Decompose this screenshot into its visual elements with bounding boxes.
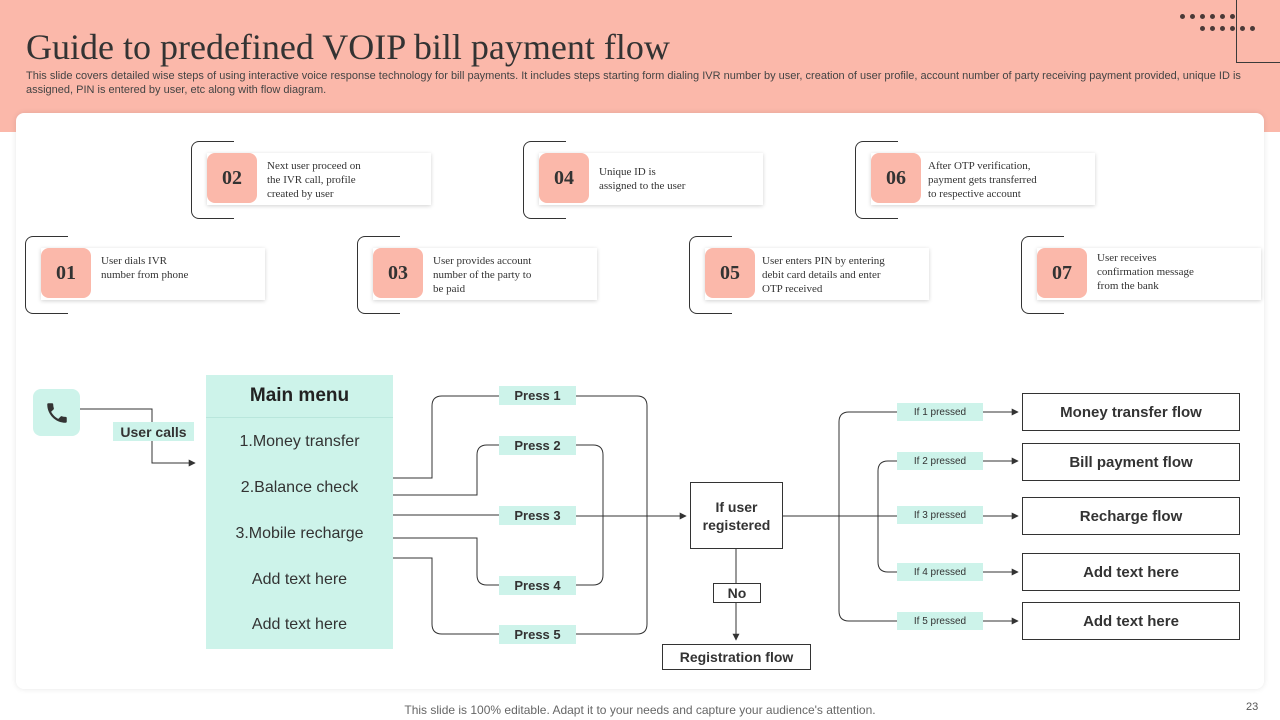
step-text: User provides account number of the part… <box>433 255 532 295</box>
step-number: 05 <box>705 248 755 298</box>
phone-icon <box>46 402 67 423</box>
step-bracket <box>523 141 566 219</box>
step-bracket <box>1021 236 1064 314</box>
step-bracket <box>357 236 400 314</box>
step-bracket <box>25 236 68 314</box>
menu-item-add-text-1: Add text here <box>251 571 348 588</box>
connector-branch-1-5 <box>838 411 897 622</box>
press-5-label: Press 5 <box>499 625 576 644</box>
step-card: 04 Unique ID is assigned to the user <box>539 153 763 205</box>
connector-merge-2-4 <box>575 444 604 586</box>
decision-box: If user registered <box>690 482 783 549</box>
step-card: 06 After OTP verification, payment gets … <box>871 153 1095 205</box>
step-card: 05 User enters PIN by entering debit car… <box>705 248 929 300</box>
step-text: Unique ID is assigned to the user <box>599 166 686 192</box>
header-band <box>0 0 1280 132</box>
press-1-label: Press 1 <box>499 386 576 405</box>
step-card: 01 User dials IVR number from phone <box>41 248 265 300</box>
step-number: 07 <box>1037 248 1087 298</box>
if-3-pressed-label: If 3 pressed <box>897 506 983 524</box>
press-2-label: Press 2 <box>499 436 576 455</box>
main-menu: Main menu 1.Money transfer 2.Balance che… <box>206 375 393 649</box>
result-bill-payment-flow: Bill payment flow <box>1022 443 1240 481</box>
phone-icon-box <box>33 389 80 436</box>
menu-item-balance-check: 2.Balance check <box>240 479 359 496</box>
if-4-pressed-label: If 4 pressed <box>897 563 983 581</box>
step-card: 07 User receives confirmation message fr… <box>1037 248 1261 300</box>
if-2-pressed-label: If 2 pressed <box>897 452 983 470</box>
step-bracket <box>855 141 898 219</box>
step-text: User dials IVR number from phone <box>101 255 189 281</box>
no-label: No <box>713 583 761 603</box>
step-card: 03 User provides account number of the p… <box>373 248 597 300</box>
page-title: Guide to predefined VOIP bill payment fl… <box>26 27 670 67</box>
step-card: 02 Next user proceed on the IVR call, pr… <box>207 153 431 205</box>
connector-merge-1-5 <box>575 395 648 635</box>
page-number: 23 <box>1246 701 1259 713</box>
step-text: User receives confirmation message from … <box>1097 252 1194 292</box>
connector-press-1 <box>393 395 500 479</box>
result-money-transfer-flow: Money transfer flow <box>1022 393 1240 431</box>
connector-branch-2-4 <box>877 460 897 573</box>
if-1-pressed-label: If 1 pressed <box>897 403 983 421</box>
user-calls-label: User calls <box>113 422 194 441</box>
connector-press-2 <box>393 444 500 496</box>
step-text: After OTP verification, payment gets tra… <box>928 160 1037 200</box>
page-subtitle: This slide covers detailed wise steps of… <box>26 70 1241 96</box>
step-bracket <box>689 236 732 314</box>
step-number: 03 <box>373 248 423 298</box>
step-text: User enters PIN by entering debit card d… <box>762 255 885 295</box>
connector-press-4 <box>393 537 500 586</box>
press-3-label: Press 3 <box>499 506 576 525</box>
step-number: 06 <box>871 153 921 203</box>
step-bracket <box>191 141 234 219</box>
step-number: 02 <box>207 153 257 203</box>
step-number: 01 <box>41 248 91 298</box>
registration-flow-box: Registration flow <box>662 644 811 670</box>
footer-note: This slide is 100% editable. Adapt it to… <box>404 703 876 717</box>
main-menu-title: Main menu <box>206 375 393 418</box>
press-4-label: Press 4 <box>499 576 576 595</box>
connector-press-5 <box>393 557 500 635</box>
result-recharge-flow: Recharge flow <box>1022 497 1240 535</box>
decorative-corner <box>1236 0 1280 63</box>
menu-item-add-text-2: Add text here <box>251 616 348 633</box>
result-add-text-1: Add text here <box>1022 553 1240 591</box>
step-number: 04 <box>539 153 589 203</box>
step-text: Next user proceed on the IVR call, profi… <box>267 160 361 200</box>
menu-item-mobile-recharge: 3.Mobile recharge <box>235 525 364 542</box>
menu-item-money-transfer: 1.Money transfer <box>239 433 360 450</box>
if-5-pressed-label: If 5 pressed <box>897 612 983 630</box>
result-add-text-2: Add text here <box>1022 602 1240 640</box>
